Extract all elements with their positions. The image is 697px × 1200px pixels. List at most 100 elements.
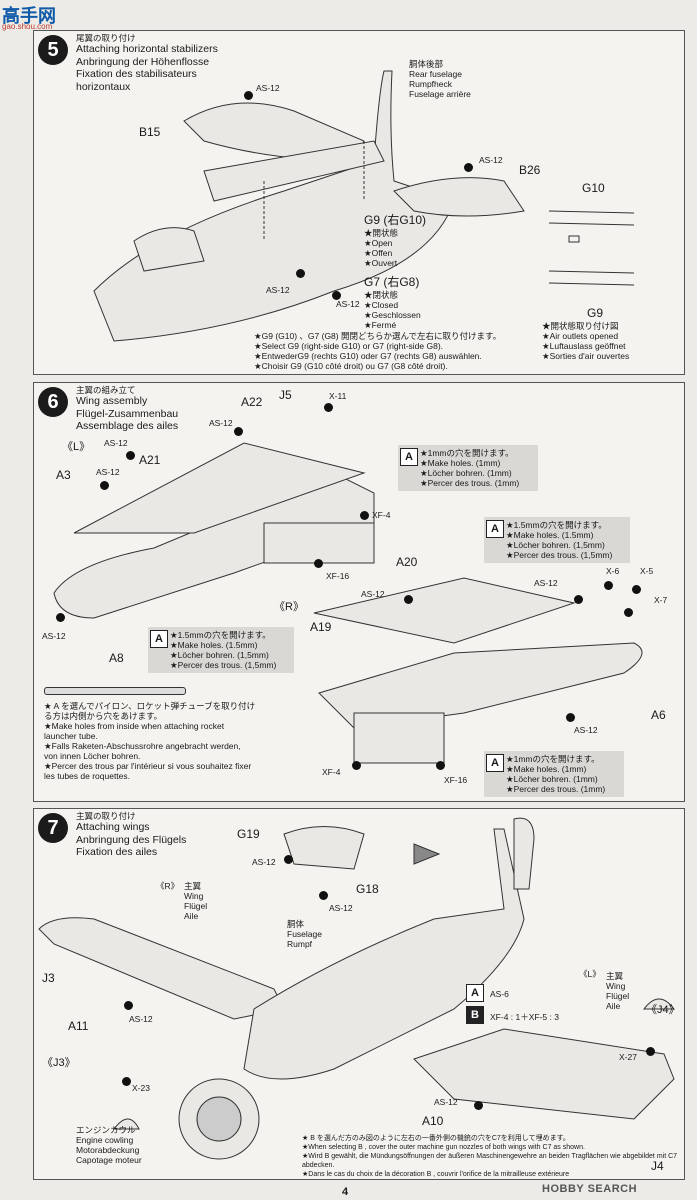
step-7-title-en: Attaching wings xyxy=(76,821,150,833)
right-stabilizer-b26 xyxy=(393,177,525,217)
screw-icon xyxy=(646,1047,655,1056)
cowling-en: Engine cowling xyxy=(76,1135,134,1145)
left-wing-jp: 主翼 xyxy=(606,971,624,981)
step-6-title-fr: Assemblage des ailes xyxy=(76,420,179,432)
step-7-note-de: ★Wird B gewählt, die Mündungsöffnungen d… xyxy=(302,1153,678,1169)
part-as12-b: AS-12 xyxy=(329,903,353,913)
left-wing-en: Wing xyxy=(606,981,626,991)
screw-icon xyxy=(360,511,369,520)
left-wing-names: 主翼 Wing Flügel Aile xyxy=(606,971,629,1011)
step-5-note-de: ★EntwederG9 (rechts G10) oder G7 (rechts… xyxy=(254,351,482,361)
right-wing-fr: Aile xyxy=(184,911,199,921)
fuselage-jp: 胴体 xyxy=(287,919,305,929)
j4-part xyxy=(642,998,676,1010)
screw-icon xyxy=(284,855,293,864)
screw-icon xyxy=(604,581,613,590)
tail-view xyxy=(513,817,535,890)
note-a3-line4: ★Percer des trous. (1,5mm) xyxy=(170,660,277,670)
note-a2-line2: ★Make holes. (1.5mm) xyxy=(506,530,594,540)
part-as12-a: AS-12 xyxy=(256,83,280,93)
step-7-notes: ★ B を選んだ方のみ図のように左右の一番外側の機銃の穴をC7を利用して埋めます… xyxy=(302,1134,682,1179)
g9-opt-2: ★Open xyxy=(364,238,393,248)
part-a21: A21 xyxy=(139,453,161,467)
note-a1-line4: ★Percer des trous. (1mm) xyxy=(420,478,520,488)
cockpit xyxy=(133,227,205,272)
right-upper-wing-a19 xyxy=(313,577,576,644)
step-5-panel: 5 尾翼の取り付け Attaching horizontal stabilize… xyxy=(33,30,685,375)
rocket-note: ★ A を選んでパイロン、ロケット弾チューブを取り付け る方は内側から穴をあけま… xyxy=(44,701,274,781)
part-g10: G10 xyxy=(582,181,605,195)
part-as12-e: AS-12 xyxy=(361,589,385,599)
part-xf4-a: XF-4 xyxy=(372,510,391,520)
step-7-drawing xyxy=(38,817,676,1160)
part-j4: J4 xyxy=(651,1159,664,1173)
screw-icon xyxy=(352,761,361,770)
screw-icon xyxy=(314,559,323,568)
paint-letter-b: B xyxy=(466,1006,484,1024)
rear-fuselage-de: Rumpfheck xyxy=(409,79,452,89)
step-7-title-fr: Fixation des ailes xyxy=(76,846,158,858)
note-a3-line1: ★1.5mmの穴を開けます。 xyxy=(170,630,271,640)
rocket-note-6: von innen Löcher bohren. xyxy=(44,751,141,761)
watermark: HOBBY SEARCH xyxy=(542,1183,638,1195)
j3-part xyxy=(112,1118,140,1130)
screw-icon xyxy=(124,1001,133,1010)
left-wing-mark: 《L》 xyxy=(579,969,601,979)
part-a10: A10 xyxy=(422,1114,444,1128)
step-7-panel: 7 主翼の取り付け Attaching wings Anbringung des… xyxy=(33,808,685,1180)
paint-letter-a: A xyxy=(466,984,484,1002)
right-wing-en: Wing xyxy=(184,891,204,901)
step-7-title-de: Anbringung des Flügels xyxy=(76,833,187,846)
fuselage-label: 胴体 Fuselage Rumpf xyxy=(287,919,322,949)
cowling-label: エンジンカウル Engine cowling Motorabdeckung Ca… xyxy=(76,1125,142,1165)
part-as12-g: AS-12 xyxy=(574,725,598,735)
left-wing-label: 《L》 xyxy=(579,969,601,979)
screw-icon xyxy=(474,1101,483,1110)
rear-fuselage-label: 胴体後部 Rear fuselage Rumpfheck Fuselage ar… xyxy=(409,59,471,99)
part-x5: X-5 xyxy=(640,566,654,576)
part-x23: X-23 xyxy=(132,1083,150,1093)
step-6-panel: 6 主翼の組み立て Wing assembly Flügel-Zusammenb… xyxy=(33,382,685,802)
logo-main-text: 高手网 xyxy=(2,6,56,26)
screw-icon xyxy=(100,481,109,490)
step-5-title: 尾翼の取り付け Attaching horizontal stabilizers… xyxy=(76,33,218,93)
g7-opt-1: ★閉状態 xyxy=(364,290,399,300)
step-5-note-fr: ★Choisir G9 (G10 côté droit) ou G7 (G8 c… xyxy=(254,361,448,371)
note-a3-letter: A xyxy=(150,630,168,648)
screw-icon xyxy=(244,91,253,100)
part-a11: A11 xyxy=(68,1019,89,1033)
rocket-note-5: ★Falls Raketen-Abschussrohre angebracht … xyxy=(44,741,241,751)
note-a4-letter: A xyxy=(486,754,504,772)
step-7-number: 7 xyxy=(38,813,68,843)
note-a1-line2: ★Make holes. (1mm) xyxy=(420,458,501,468)
screw-icon xyxy=(332,291,341,300)
part-x27: X-27 xyxy=(619,1052,637,1062)
right-wing-label: 《R》 xyxy=(156,881,179,891)
vent-note-fr: ★Sorties d'air ouvertes xyxy=(542,351,630,361)
g9-opt-3: ★Offen xyxy=(364,248,393,258)
note-a2-line1: ★1.5mmの穴を開けます。 xyxy=(506,520,607,530)
part-xf16-a: XF-16 xyxy=(326,571,350,581)
note-a2-letter: A xyxy=(486,520,504,538)
right-wing-jp: 主翼 xyxy=(184,881,202,891)
cowling-de: Motorabdeckung xyxy=(76,1145,140,1155)
part-j4-mark: 《J4》 xyxy=(646,1004,680,1016)
g7-opt-3: ★Geschlossen xyxy=(364,310,421,320)
wheel-well-left xyxy=(263,522,375,564)
part-as12-a: AS-12 xyxy=(209,418,233,428)
note-a2-line4: ★Percer des trous. (1,5mm) xyxy=(506,550,613,560)
part-x7: X-7 xyxy=(654,595,668,605)
screw-icon xyxy=(126,451,135,460)
step-5-title-jp: 尾翼の取り付け xyxy=(76,33,136,43)
part-j5: J5 xyxy=(279,388,292,402)
part-x6: X-6 xyxy=(606,566,620,576)
screw-icon xyxy=(319,891,328,900)
gear-door-g19 xyxy=(283,826,365,870)
rocket-note-1: ★ A を選んでパイロン、ロケット弾チューブを取り付け xyxy=(44,701,256,711)
rocket-note-7: ★Percer des trous par l'intérieur si vou… xyxy=(44,761,252,771)
step-6-title-en: Wing assembly xyxy=(76,395,148,407)
step-6-drawing xyxy=(53,442,643,764)
note-a1: A ★1mmの穴を開けます。 ★Make holes. (1mm) ★Löche… xyxy=(398,445,538,491)
fuselage-body xyxy=(243,828,525,1080)
left-upper-wing-a21 xyxy=(73,442,366,534)
